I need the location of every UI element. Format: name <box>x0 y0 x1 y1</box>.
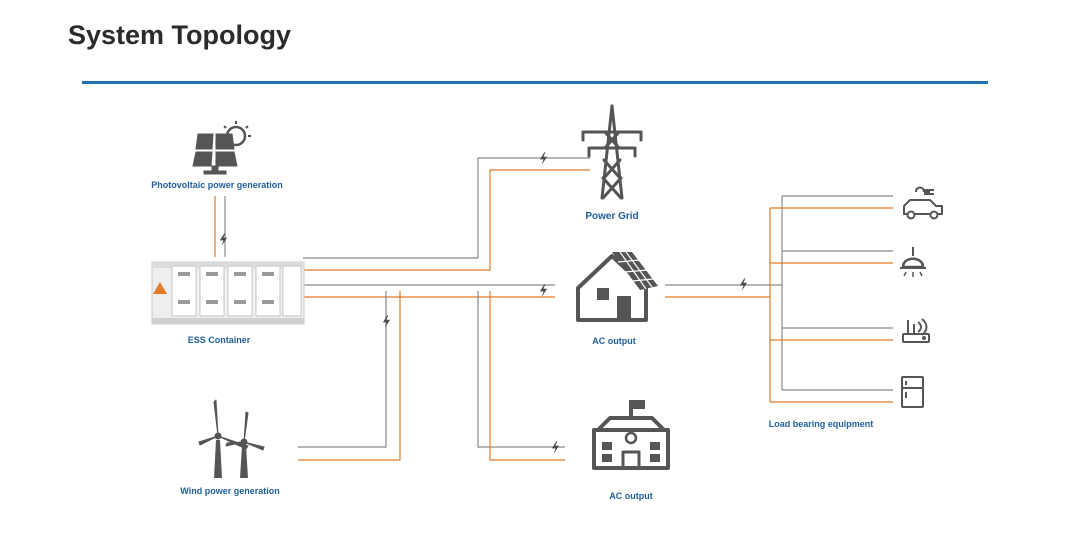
house-solar-icon <box>576 251 658 322</box>
connection-lines <box>214 157 893 461</box>
grid-label: Power Grid <box>585 211 639 222</box>
ceiling-lamp-icon <box>900 247 926 277</box>
wind-turbine-icon <box>198 399 265 478</box>
pv-label: Photovoltaic power generation <box>151 180 283 190</box>
ess-container-icon <box>151 261 305 325</box>
refrigerator-icon <box>901 376 924 408</box>
building-ac-output-label: AC output <box>609 491 653 501</box>
transmission-tower-icon <box>581 104 643 200</box>
ess-label: ESS Container <box>187 335 251 345</box>
bolt-icon <box>539 284 548 297</box>
ev-car-icon <box>903 186 943 220</box>
loads-label: Load bearing equipment <box>768 419 874 429</box>
bolt-icon <box>219 233 228 246</box>
building-icon <box>592 400 670 470</box>
title-underline <box>82 81 988 84</box>
router-icon <box>902 318 930 343</box>
house-ac-output-label: AC output <box>592 336 636 346</box>
wind-label: Wind power generation <box>180 486 280 496</box>
page-title: System Topology <box>68 20 292 50</box>
solar-panel-icon <box>192 121 251 175</box>
